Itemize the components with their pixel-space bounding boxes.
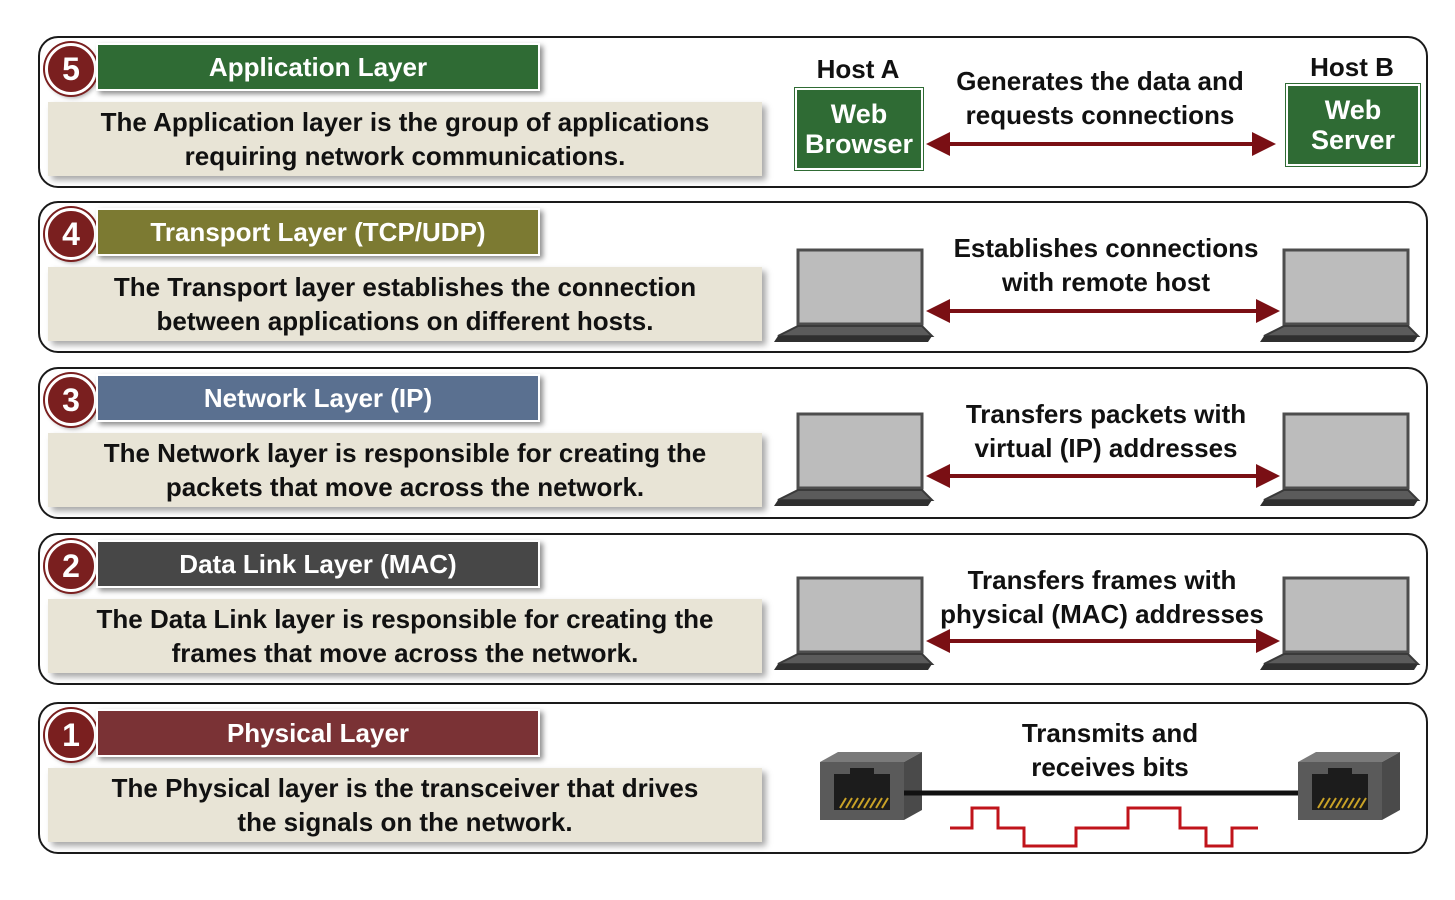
- layer-number-badge: 5: [45, 43, 97, 95]
- layer-number-badge: 3: [45, 374, 97, 426]
- layer-3-network: 3 Network Layer (IP) The Network layer i…: [38, 367, 1428, 519]
- layer-description: The Physical layer is the transceiver th…: [48, 768, 762, 842]
- layer-title: Transport Layer (TCP/UDP): [96, 208, 540, 256]
- layer-4-transport: 4 Transport Layer (TCP/UDP) The Transpor…: [38, 201, 1428, 353]
- layer-description: The Data Link layer is responsible for c…: [48, 599, 762, 673]
- rj45-jack-icon: [1297, 751, 1401, 821]
- rj45-jack-icon: [819, 751, 923, 821]
- laptop-icon: [1258, 248, 1420, 344]
- layer-number-badge: 1: [45, 709, 97, 761]
- layer-description: The Network layer is responsible for cre…: [48, 433, 762, 507]
- laptop-icon: [1258, 576, 1420, 672]
- description-line: requiring network communications.: [184, 141, 626, 171]
- layer-title: Application Layer: [96, 43, 540, 91]
- layer-number-badge: 2: [45, 540, 97, 592]
- layer-2-data-link: 2 Data Link Layer (MAC) The Data Link la…: [38, 533, 1428, 685]
- layer-title: Data Link Layer (MAC): [96, 540, 540, 588]
- layer-description: The Transport layer establishes the conn…: [48, 267, 762, 341]
- laptop-icon: [1258, 412, 1420, 508]
- laptop-icon: [772, 576, 934, 672]
- layer-number-badge: 4: [45, 208, 97, 260]
- laptop-icon: [772, 248, 934, 344]
- layer-title: Network Layer (IP): [96, 374, 540, 422]
- layer-description: The Application layer is the group of ap…: [48, 102, 762, 176]
- signal-waveform: [950, 806, 1258, 848]
- host-a-label: Host A: [816, 54, 900, 84]
- host-b-label: Host B: [1310, 52, 1394, 82]
- laptop-icon: [772, 412, 934, 508]
- description-line: The Application layer is the group of ap…: [100, 107, 710, 137]
- layer-5-application: 5 Application Layer The Application laye…: [38, 36, 1428, 188]
- layer-title: Physical Layer: [96, 709, 540, 757]
